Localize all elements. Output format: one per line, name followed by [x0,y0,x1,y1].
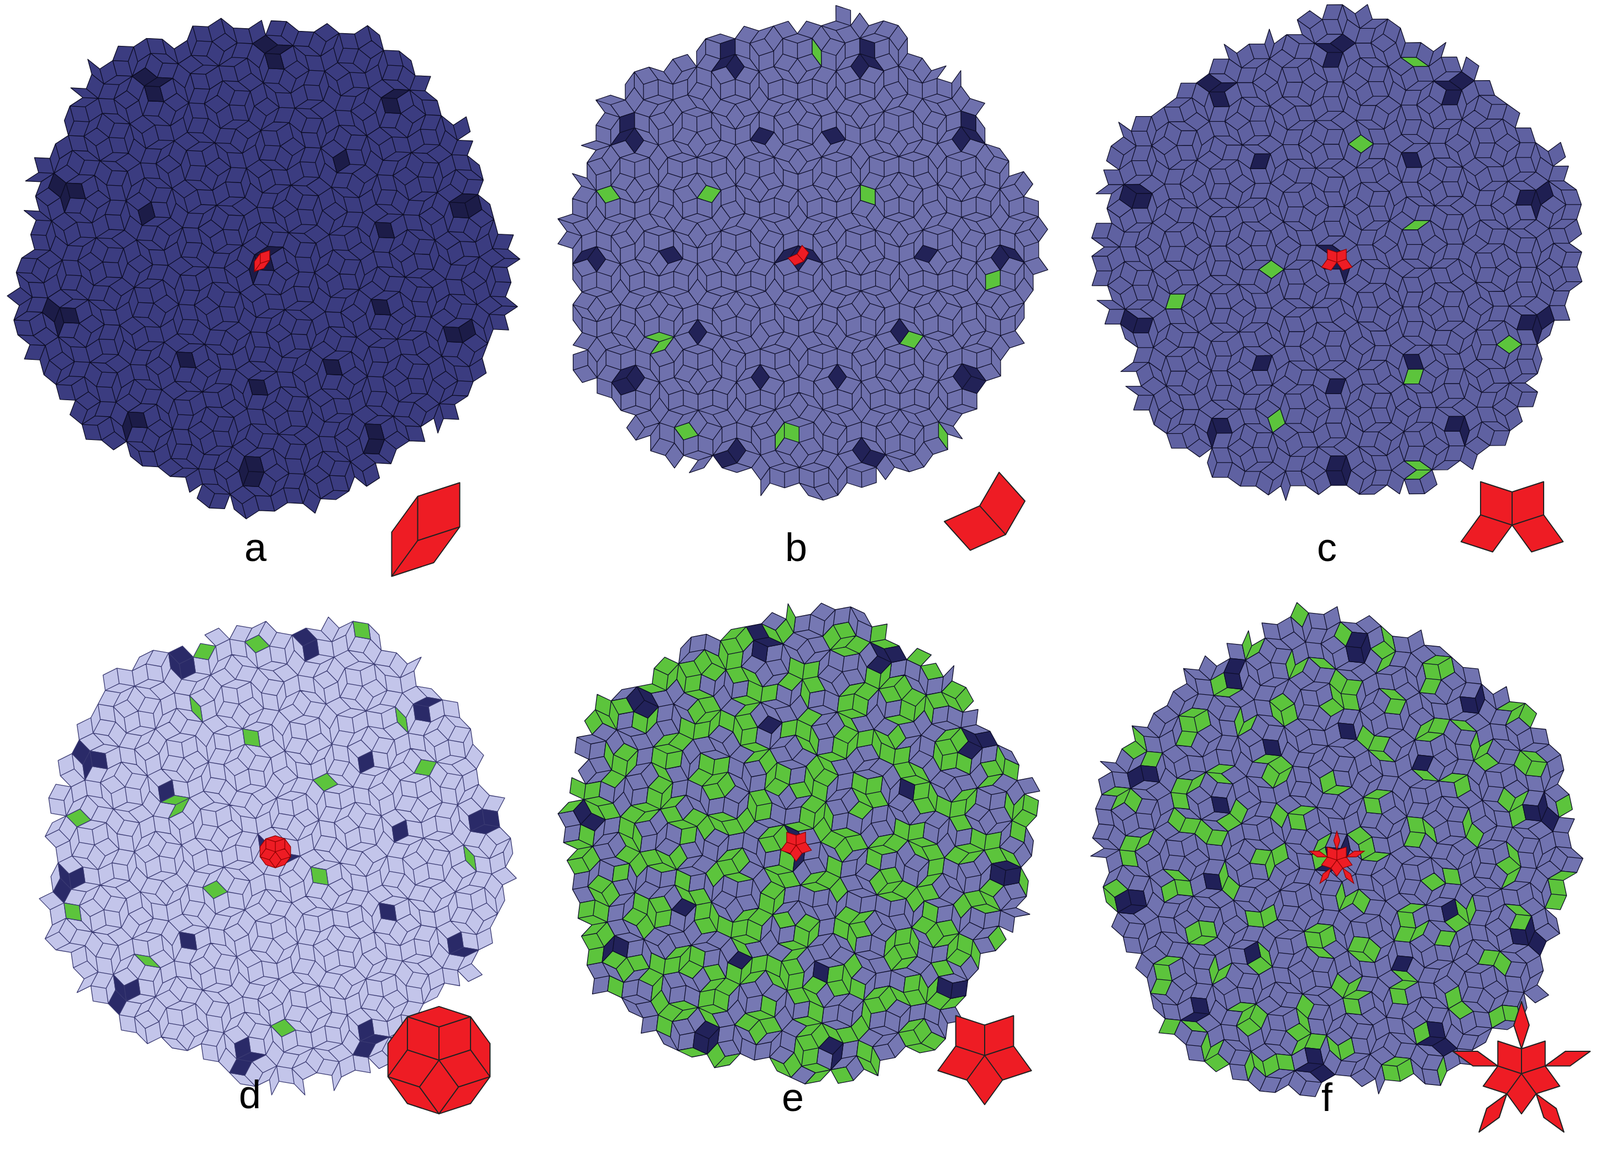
tiling-panel [1090,602,1591,1133]
center-motif [254,250,270,272]
center-motif [259,835,291,869]
tiling-panel [39,617,517,1115]
panel-letter: b [785,527,808,568]
tile-group-green [596,38,1001,451]
tiling-panel [7,18,520,577]
panel-letter: a [244,527,267,568]
tiling-panel [557,5,1048,551]
motif-icon [944,472,1026,551]
center-motif [1309,831,1364,885]
tile-group-base [1091,4,1583,501]
tile-group-green [557,603,1039,1085]
tile-group-dark [1114,632,1560,1084]
tile-group-green [1101,602,1577,1086]
panel-letter: e [781,1077,804,1118]
motif-icon [391,482,460,577]
center-motif [780,832,812,862]
tile-group-dark [572,38,1024,468]
motif-icon [1461,481,1564,552]
tile-group-base [557,5,1048,501]
tile-group-base [7,18,520,520]
panel-letter: f [1321,1077,1333,1118]
tile-group-dark [1119,34,1555,486]
tile-group-green [64,621,477,1038]
motif-icon [937,1016,1032,1106]
center-motif [1321,249,1352,271]
panel-letter: d [238,1074,261,1115]
center-motif [787,245,809,266]
tile-group-dark [573,624,1022,1071]
tile-group-green [1165,57,1522,480]
panel-letter: c [1316,527,1337,568]
tiling-panel [557,603,1040,1105]
motif-icon [388,1006,491,1115]
tile-group-dark [42,35,482,488]
tiling-panel [1091,4,1583,552]
tile-group-base [557,603,1040,1085]
motif-icon [1452,1001,1591,1133]
